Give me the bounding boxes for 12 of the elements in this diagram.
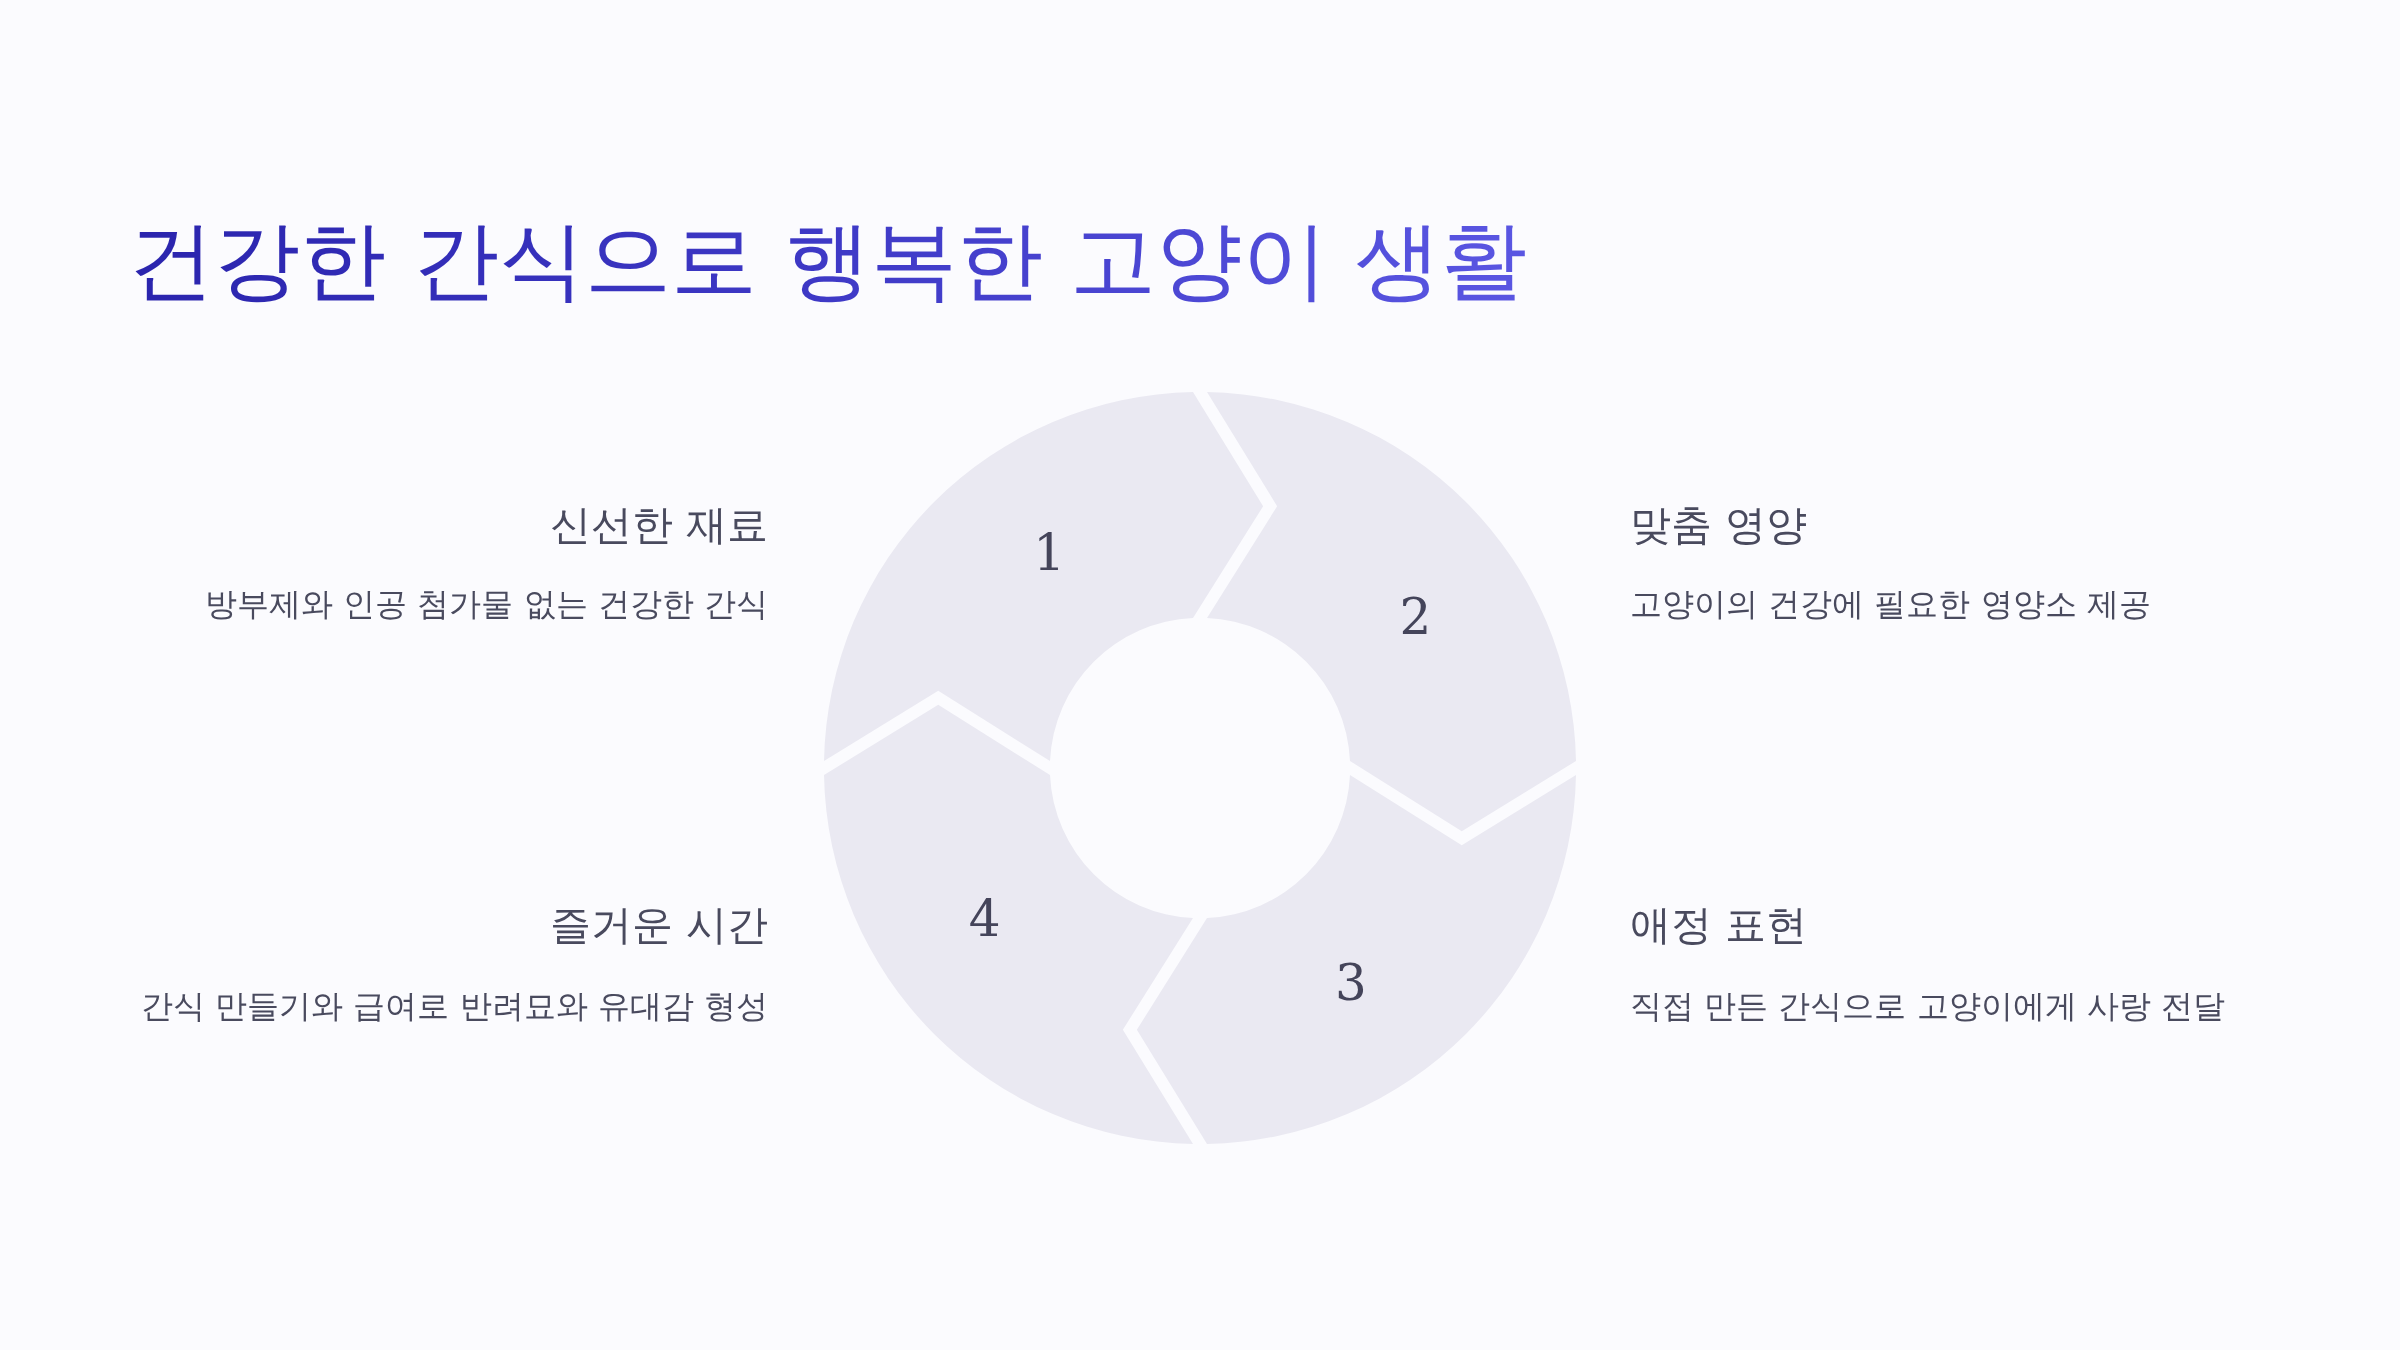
step-heading: 맞춤 영양 (1630, 501, 1808, 551)
step-description: 간식 만들기와 급여로 반려묘와 유대감 형성 (141, 986, 768, 1026)
step-heading: 즐거운 시간 (549, 901, 768, 951)
step-number: 4 (968, 893, 1001, 944)
step-description: 고양이의 건강에 필요한 영양소 제공 (1630, 584, 2151, 624)
step-heading: 애정 표현 (1630, 901, 1808, 951)
step-description: 직접 만든 간식으로 고양이에게 사랑 전달 (1630, 986, 2225, 1026)
step-number: 3 (1334, 958, 1367, 1009)
step-description: 방부제와 인공 첨가물 없는 건강한 간식 (205, 584, 768, 624)
step-number: 2 (1399, 592, 1432, 643)
step-number: 1 (1033, 527, 1066, 578)
step-heading: 신선한 재료 (549, 501, 768, 551)
